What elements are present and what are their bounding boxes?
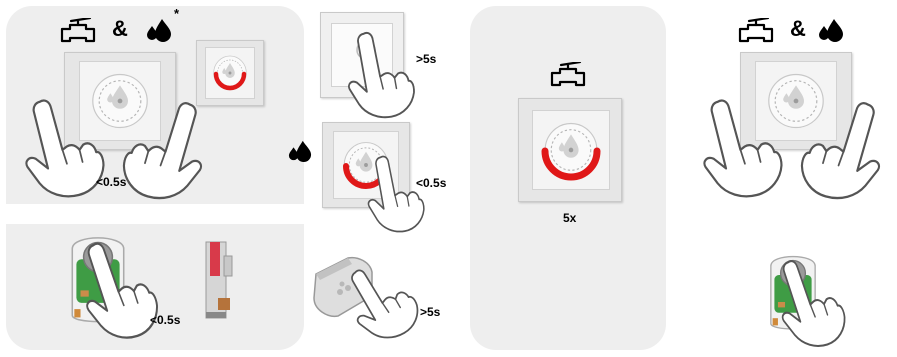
module-side-view [202,238,236,322]
ampersand: & [790,16,806,42]
press-time-label: <0.5s [96,175,126,189]
valve-icon [550,62,586,88]
led-ring-arc [206,48,254,98]
left-panel-band [6,204,304,224]
ampersand: & [112,16,128,42]
press-time-label: >5s [416,52,436,66]
pointing-hand-icon [339,25,420,125]
water-drops-icon [146,18,172,42]
press-time-label: <0.5s [416,176,446,190]
switch-plate [518,98,622,202]
water-drops-icon [818,18,844,42]
press-time-label: >5s [420,305,440,319]
repeat-count-label: 5x [563,211,576,225]
valve-icon [60,18,96,44]
pointing-hand-icon [359,150,428,239]
pointing-hand-icon [765,249,853,357]
led-ring-arc [533,111,609,189]
valve-icon [738,18,774,44]
press-time-label: <0.5s [150,313,180,327]
asterisk: * [174,6,179,21]
switch-rocker [532,110,610,190]
switch-rocker-small [205,47,255,99]
switch-plate-small [196,40,264,106]
water-drops-icon [288,140,312,162]
